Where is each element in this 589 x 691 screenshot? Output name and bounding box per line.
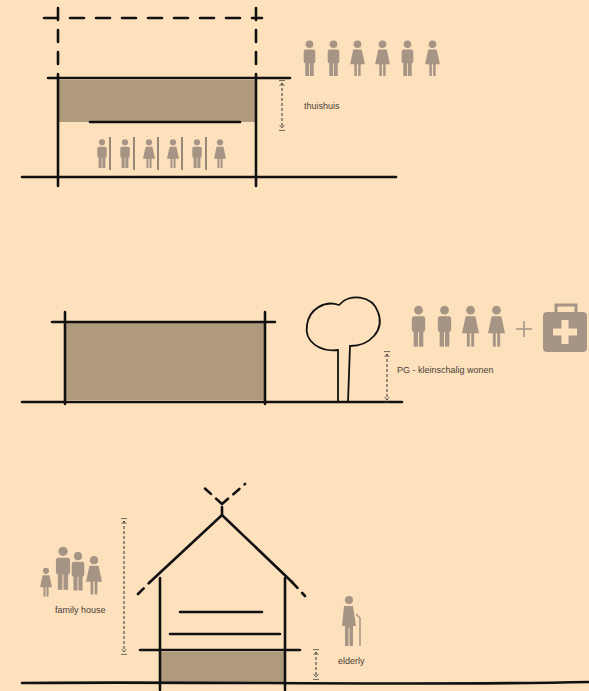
annotation-label: family house	[55, 606, 106, 615]
annotation-label: thuishuis	[304, 102, 340, 111]
annotation-label: PG - kleinschalig wonen	[397, 366, 494, 375]
annotation-label: elderly	[338, 657, 365, 666]
